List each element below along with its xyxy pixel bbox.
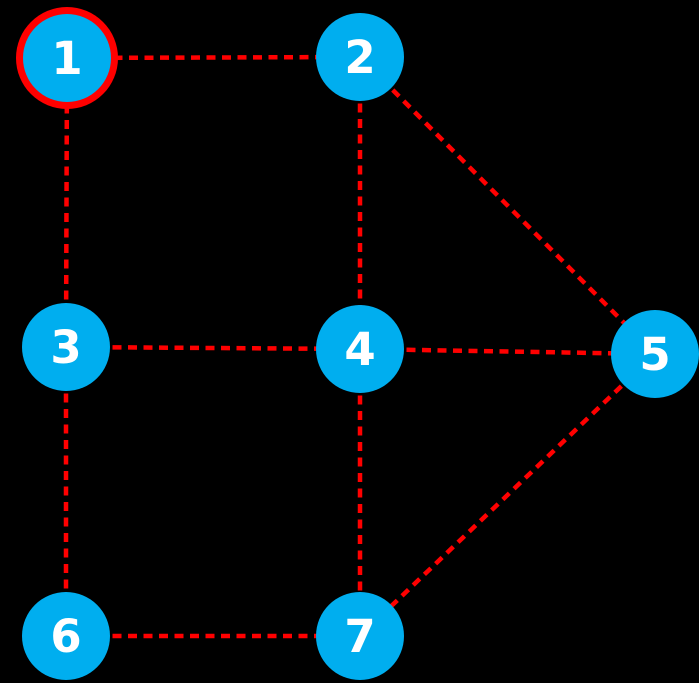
node-label: 3 <box>50 320 82 374</box>
graph-node-3[interactable]: 3 <box>22 303 110 391</box>
edge-3-4 <box>65 344 361 352</box>
edge-4-5 <box>359 346 656 357</box>
graph-node-4[interactable]: 4 <box>316 305 404 393</box>
graph-node-1-highlighted[interactable]: 1 <box>23 14 111 102</box>
graph-node-6[interactable]: 6 <box>22 592 110 680</box>
edge-1-2 <box>66 54 361 61</box>
graph-node-7[interactable]: 7 <box>316 592 404 680</box>
node-label: 2 <box>344 30 376 84</box>
edge-2-5 <box>358 55 657 356</box>
graph-node-5[interactable]: 5 <box>611 310 699 398</box>
graph-node-2[interactable]: 2 <box>316 13 404 101</box>
edge-5-7 <box>358 352 657 638</box>
node-label: 7 <box>344 609 376 663</box>
edge-1-3 <box>63 57 70 348</box>
node-label: 6 <box>50 609 82 663</box>
node-label: 4 <box>344 322 376 376</box>
node-label: 1 <box>51 31 83 85</box>
node-label: 5 <box>639 327 671 381</box>
